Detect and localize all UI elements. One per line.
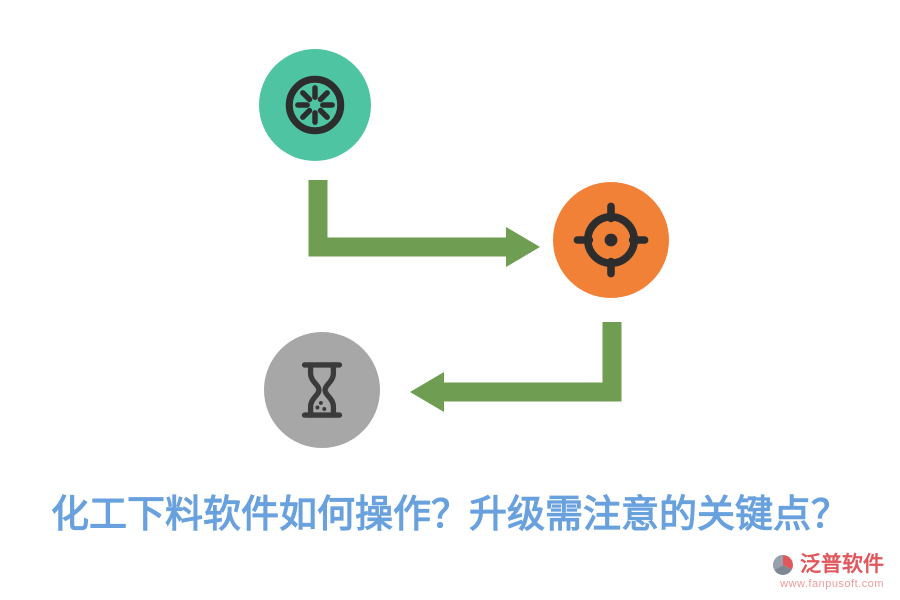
flow-arrow-down-left [410,322,622,412]
step-badge-target [553,182,669,298]
step-badge-hourglass [264,332,380,448]
target-icon [573,202,649,278]
brand-url: www.fanpusoft.com [780,578,884,590]
flow-arrow-down-right [308,180,540,267]
brand-name: 泛普软件 [800,552,884,577]
brand-logo: 泛普软件 www.fanpusoft.com [771,553,884,590]
fan-logo-icon [772,555,793,575]
arrowhead-right [506,227,540,267]
step-badge-kiwi [259,49,371,161]
hourglass-icon [301,362,343,418]
kiwi-slice-icon [285,75,345,135]
page-title: 化工下料软件如何操作？升级需注意的关键点？ [50,494,849,536]
arrowhead-left [410,372,444,412]
